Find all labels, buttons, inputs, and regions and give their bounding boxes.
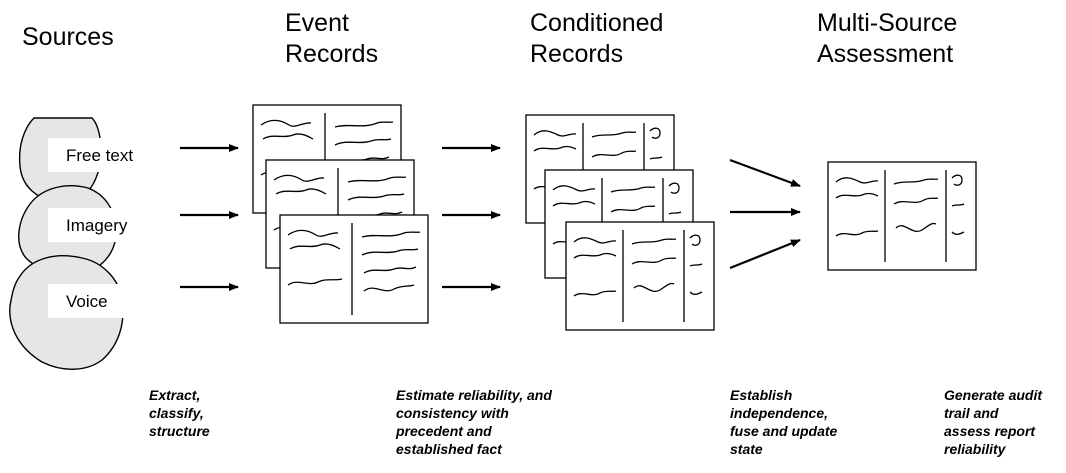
heading-sources: Sources: [22, 23, 114, 51]
note-extract: Extract, classify, structure: [149, 387, 210, 439]
source-imagery: Imagery: [66, 216, 128, 235]
note-estimate: Estimate reliability, and consistency wi…: [396, 387, 552, 457]
arrow: [729, 238, 801, 270]
note-establish: Establish independence, fuse and update …: [730, 387, 838, 457]
assessment-document: [827, 161, 977, 271]
conditioned-record-document: [565, 221, 715, 331]
source-voice: Voice: [66, 292, 108, 311]
arrows-to-conditioned-records: [442, 144, 501, 291]
heading-conditioned-records: Conditioned Records: [530, 9, 664, 68]
arrows-to-assessment: [729, 158, 801, 270]
heading-multi-source-assessment: Multi-Source Assessment: [817, 9, 958, 68]
conditioned-records-stack: [525, 114, 715, 331]
source-free-text: Free text: [66, 146, 133, 165]
event-record-document: [279, 214, 429, 324]
event-records-stack: [252, 104, 429, 324]
label-box-free-text: [48, 138, 126, 172]
label-box-voice: [48, 284, 126, 318]
arrow: [729, 158, 801, 188]
note-generate: Generate audit trail and assess report r…: [944, 387, 1043, 457]
heading-event-records: Event Records: [285, 9, 379, 68]
arrows-to-event-records: [180, 144, 239, 291]
sources-stack: Free text Imagery Voice: [9, 117, 133, 370]
label-box-imagery: [48, 208, 126, 242]
